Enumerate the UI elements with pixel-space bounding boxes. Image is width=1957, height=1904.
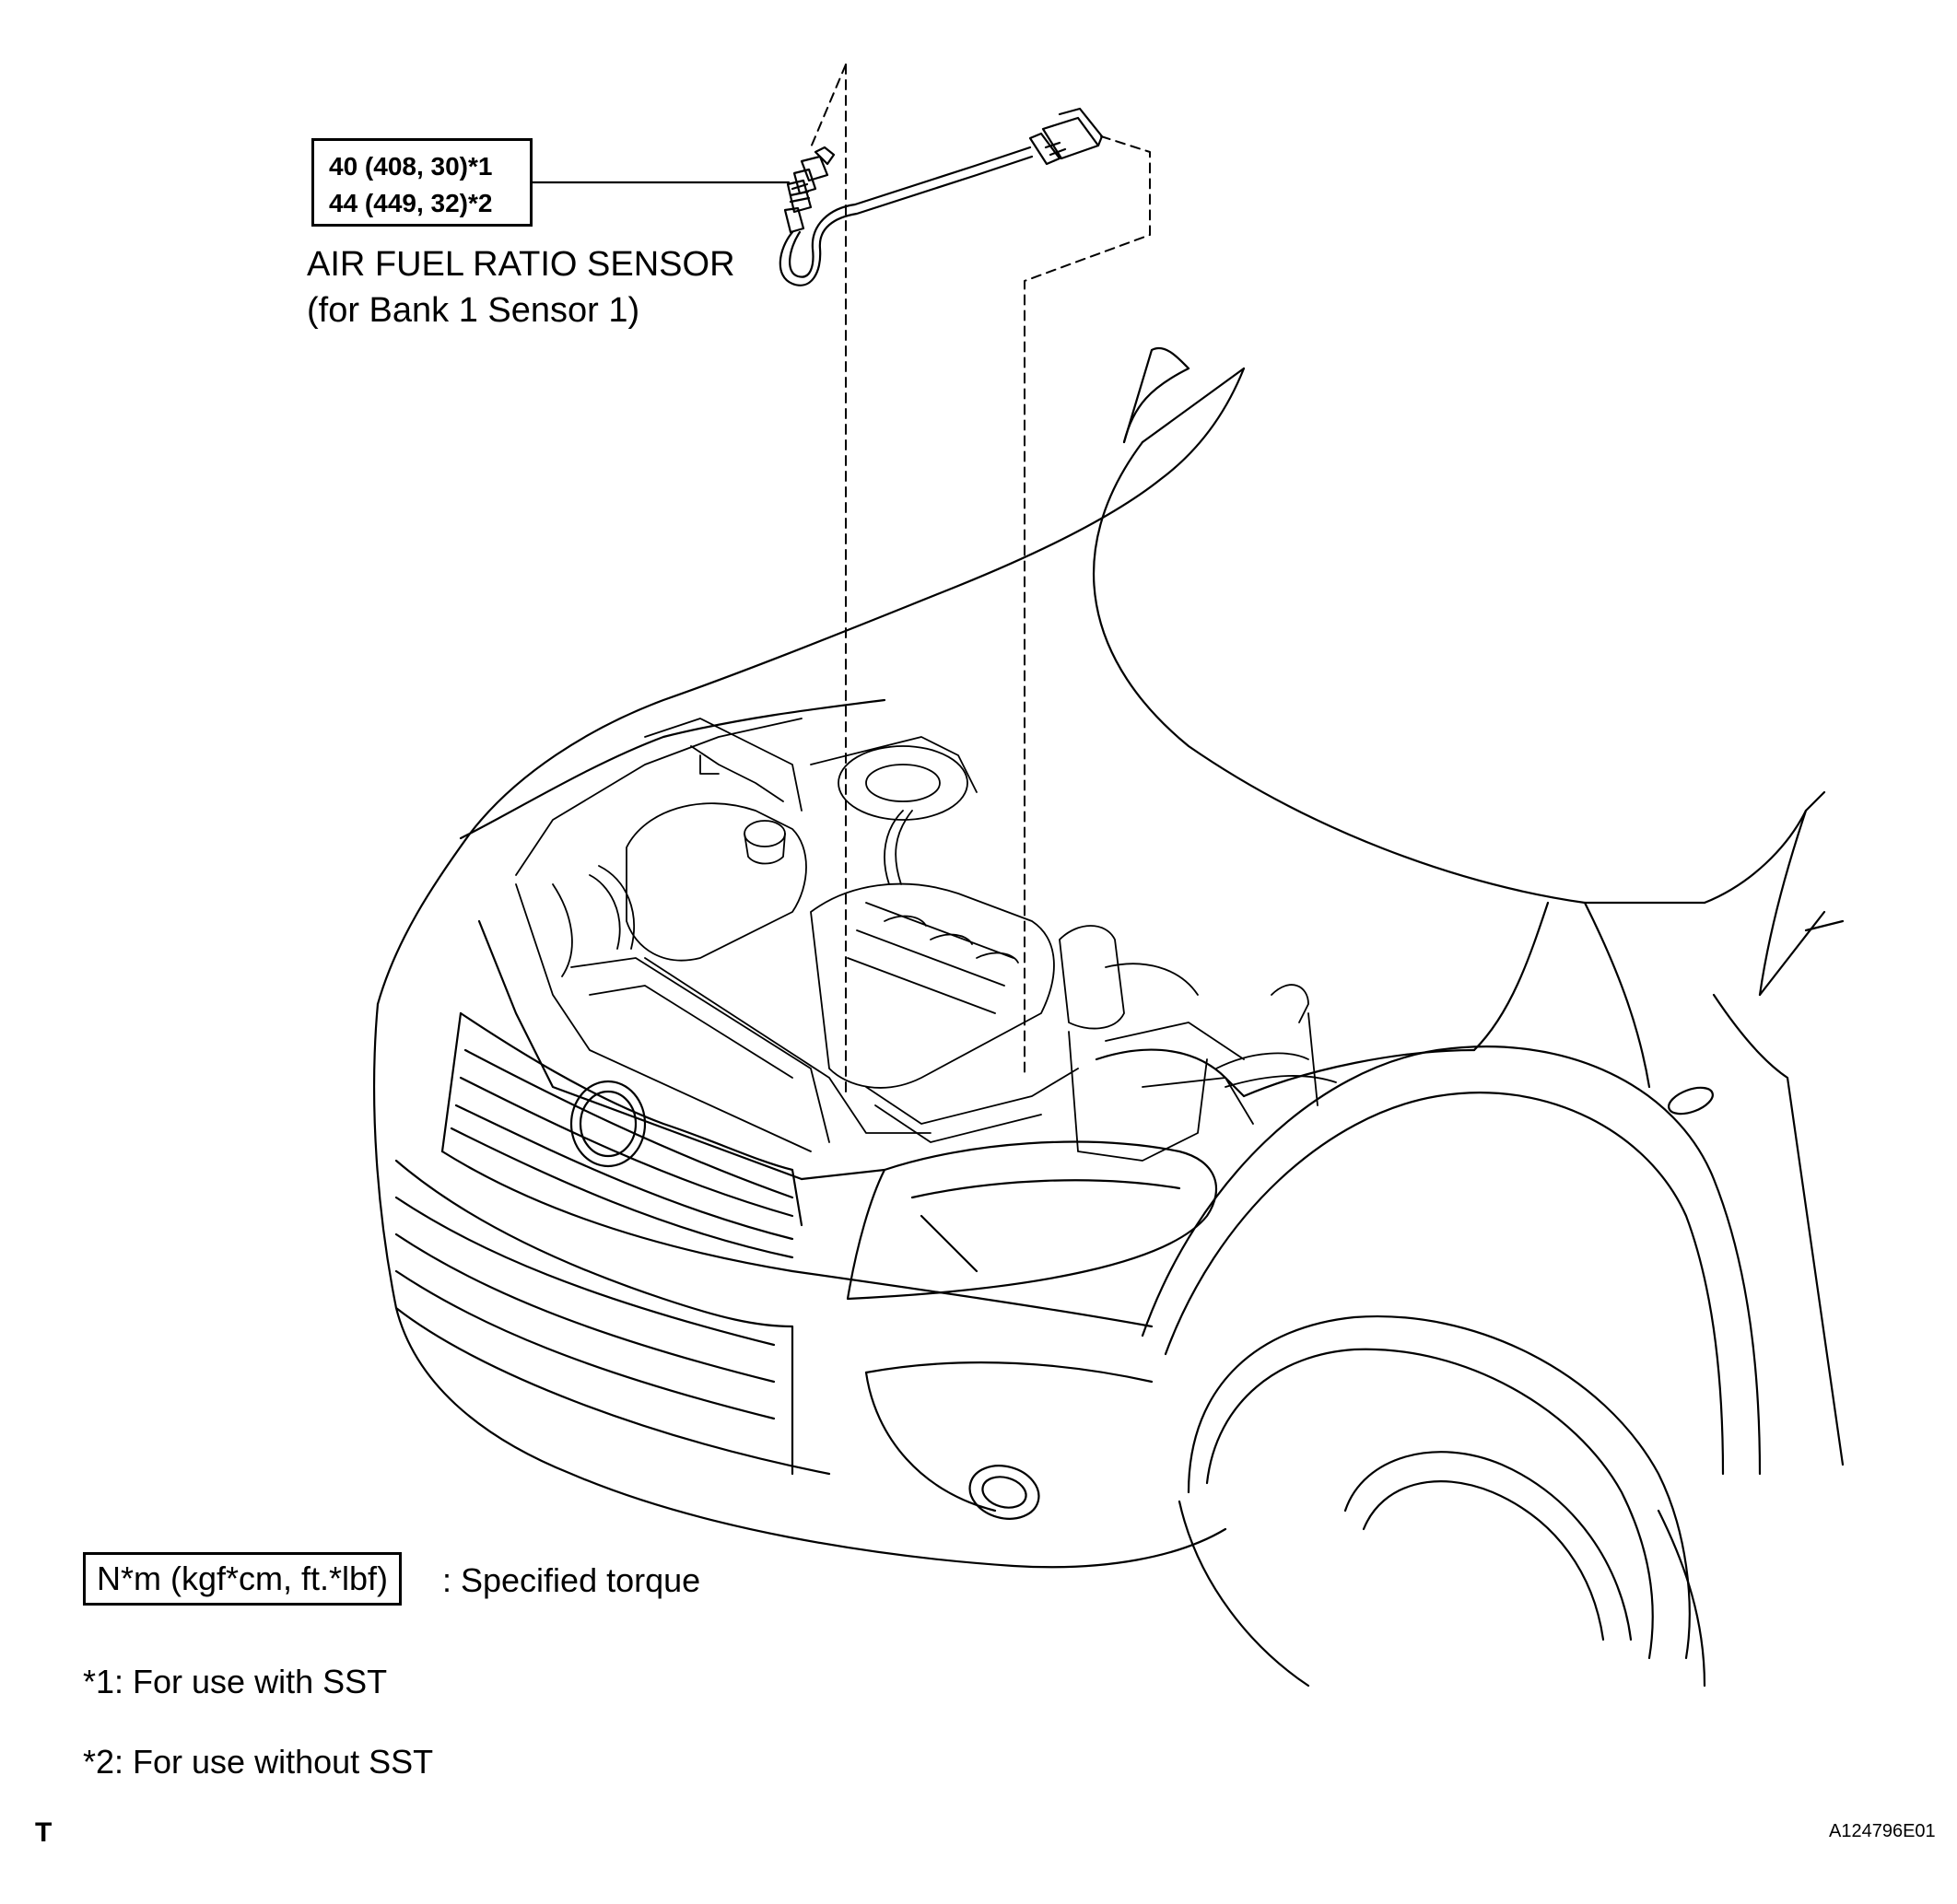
torque-units-label: N*m (kgf*cm, ft.*lbf): [97, 1559, 389, 1597]
torque-spec-with-sst: 40 (408, 30)*1: [329, 152, 493, 181]
note-with-sst: *1: For use with SST: [83, 1663, 388, 1700]
engine-compartment-details: [515, 718, 1337, 1162]
car-body-outline: [372, 347, 1845, 1688]
location-guide-lines: [810, 64, 1151, 1097]
figure-id: A124796E01: [1829, 1821, 1936, 1841]
corner-mark: T: [35, 1817, 53, 1848]
air-fuel-ratio-sensor-drawing: [779, 107, 1104, 286]
torque-legend-meaning: : Specified torque: [442, 1561, 701, 1599]
sensor-detail-label: (for Bank 1 Sensor 1): [307, 291, 640, 330]
torque-spec-box: 40 (408, 30)*1 44 (449, 32)*2: [311, 138, 533, 227]
torque-units-box: N*m (kgf*cm, ft.*lbf): [83, 1552, 403, 1606]
torque-spec-without-sst: 44 (449, 32)*2: [329, 189, 493, 217]
sensor-name-label: AIR FUEL RATIO SENSOR: [307, 245, 735, 284]
note-without-sst: *2: For use without SST: [83, 1743, 434, 1781]
